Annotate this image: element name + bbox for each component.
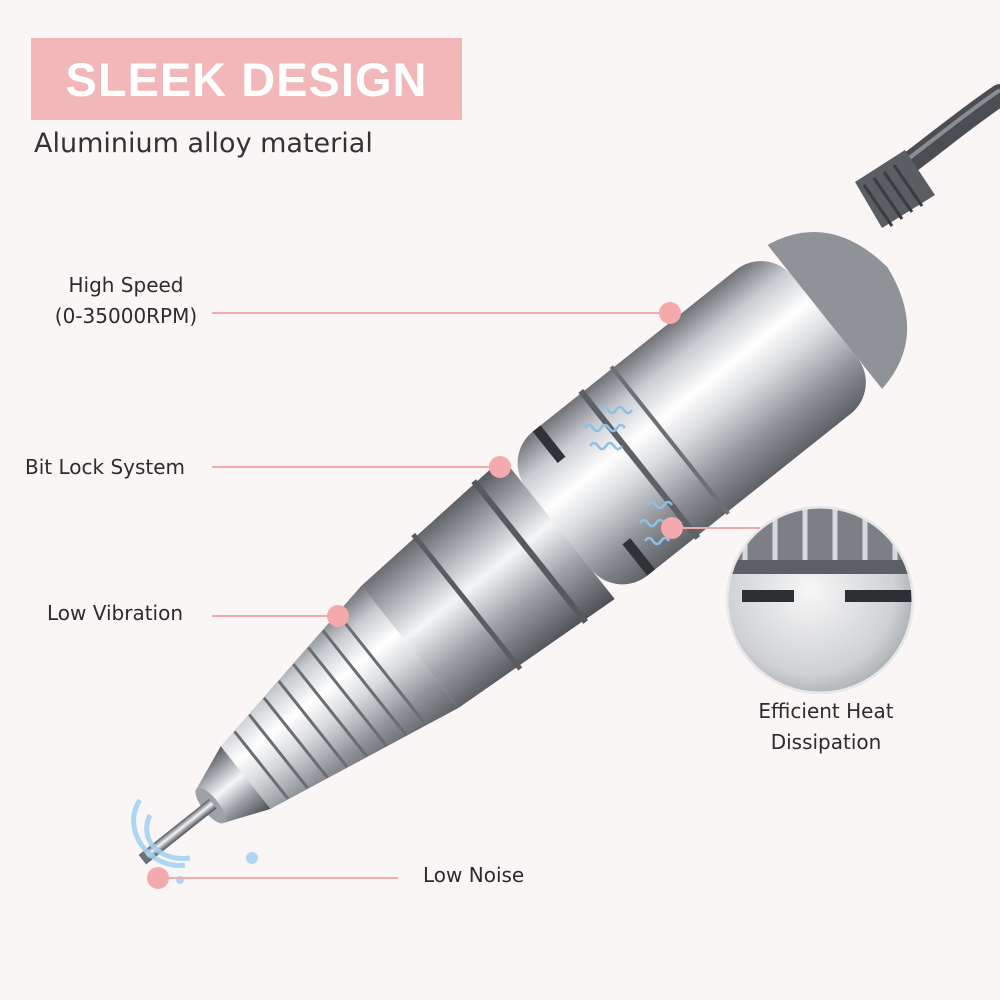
feature-low-noise: Low Noise <box>423 863 525 887</box>
zoom-detail-circle <box>725 505 915 695</box>
marker-low-vibration <box>327 605 349 627</box>
feature-low-vibration: Low Vibration <box>47 601 184 625</box>
sound-wave-icon <box>131 798 258 884</box>
page-title: SLEEK DESIGN <box>65 52 428 106</box>
feature-heat-dissipation: Efficient Heat Dissipation <box>736 696 916 758</box>
feature-heat-line2: Dissipation <box>770 730 882 754</box>
feature-bit-lock: Bit Lock System <box>25 455 186 479</box>
callout-markers <box>147 302 683 889</box>
feature-high-speed: High Speed (0-35000RPM) <box>46 270 206 332</box>
marker-high-speed <box>659 302 681 324</box>
title-banner: SLEEK DESIGN <box>31 38 462 120</box>
marker-low-noise <box>147 867 169 889</box>
feature-high-speed-line2: (0-35000RPM) <box>54 304 198 328</box>
power-cable <box>855 84 1000 228</box>
page-subtitle: Aluminium alloy material <box>34 128 373 159</box>
feature-high-speed-line1: High Speed <box>68 273 184 297</box>
feature-heat-line1: Efficient Heat <box>758 699 894 723</box>
marker-heat <box>661 517 683 539</box>
marker-bit-lock <box>489 456 511 478</box>
callout-lines <box>160 312 760 879</box>
